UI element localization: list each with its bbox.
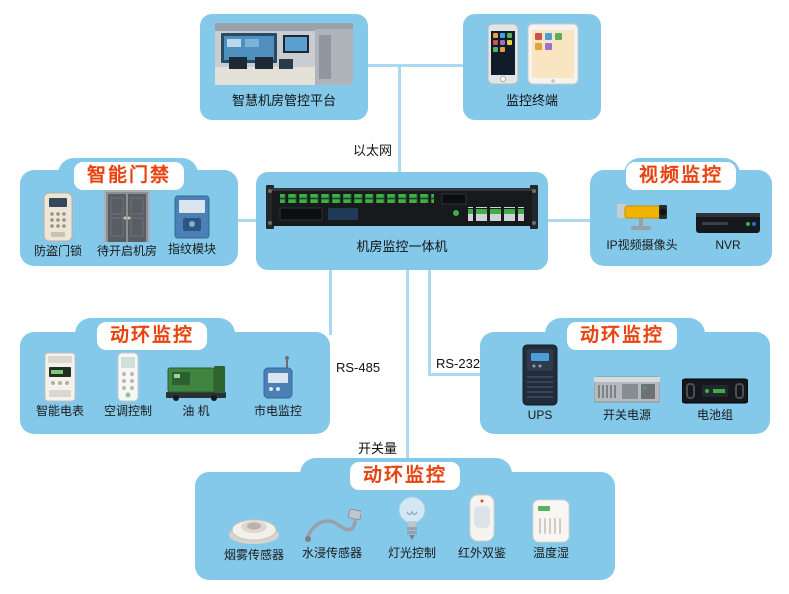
platform-label: 智慧机房管控平台 xyxy=(231,93,336,108)
video-connector xyxy=(546,219,592,222)
device-label: 空调控制 xyxy=(103,404,152,418)
battery-pack-icon xyxy=(682,378,748,404)
rs232-label: RS-232 xyxy=(436,356,481,371)
ethernet-connector-h xyxy=(368,64,463,67)
phone-tablet-icon xyxy=(487,23,579,85)
fingerprint-module-icon xyxy=(174,195,210,239)
rs485-connector xyxy=(329,270,332,335)
door-lock-icon xyxy=(43,192,73,242)
water-sensor-icon xyxy=(305,508,361,542)
device-pir-sensor: 红外双鉴 xyxy=(456,494,508,560)
rack-server-icon xyxy=(266,185,538,229)
device-ac-remote: 空调控制 xyxy=(100,352,156,418)
access-connector xyxy=(236,219,258,222)
device-label: 温度湿 xyxy=(532,546,569,560)
device-label: 烟雾传感器 xyxy=(223,548,284,562)
env-left-title: 动环监控 xyxy=(97,322,208,350)
switch-signal-connector xyxy=(406,270,409,460)
device-switching-power: 开关电源 xyxy=(592,372,662,422)
device-smoke-sensor: 烟雾传感器 xyxy=(222,510,286,562)
device-temp-humidity-sensor: 温度湿 xyxy=(528,498,574,560)
ethernet-connector-v xyxy=(398,64,401,172)
mains-monitor-icon xyxy=(263,356,293,399)
env-bottom-title: 动环监控 xyxy=(350,462,461,490)
device-label: UPS xyxy=(527,408,553,422)
device-battery-pack: 电池组 xyxy=(680,376,750,422)
rs485-label: RS-485 xyxy=(336,360,381,375)
ethernet-label: 以太网 xyxy=(353,143,393,158)
device-machine-room-door: 待开启机房 xyxy=(96,190,158,258)
video-surveillance-title: 视频监控 xyxy=(626,162,737,190)
device-label: 开关电源 xyxy=(602,408,651,422)
smoke-sensor-icon xyxy=(229,519,279,544)
nvr-icon xyxy=(696,213,760,233)
device-nvr: NVR xyxy=(696,210,760,252)
device-light-control: 灯光控制 xyxy=(386,494,438,560)
gateway-node: 机房监控一体机 xyxy=(256,172,548,270)
device-label: 防盗门锁 xyxy=(33,244,82,258)
device-water-sensor: 水浸传感器 xyxy=(300,508,364,560)
light-bulb-icon xyxy=(398,496,426,540)
device-label: 指纹模块 xyxy=(167,242,216,256)
env-right-title: 动环监控 xyxy=(567,322,678,350)
terminal-node: 监控终端 xyxy=(463,14,601,120)
gateway-label: 机房监控一体机 xyxy=(356,239,448,254)
device-label: 智能电表 xyxy=(35,404,84,418)
device-generator: 油 机 xyxy=(162,358,230,418)
switch-signal-label: 开关量 xyxy=(358,441,398,456)
access-control-title: 智能门禁 xyxy=(74,162,185,190)
pir-sensor-icon xyxy=(469,494,495,542)
generator-icon xyxy=(166,366,226,401)
terminal-label: 监控终端 xyxy=(505,93,558,108)
device-smart-meter: 智能电表 xyxy=(32,352,88,418)
device-label: 红外双鉴 xyxy=(457,546,506,560)
device-ups: UPS xyxy=(512,344,568,422)
ip-camera-icon xyxy=(617,204,667,230)
switching-power-icon xyxy=(594,376,660,403)
ac-remote-icon xyxy=(117,352,139,402)
device-label: 电池组 xyxy=(696,408,733,422)
device-fingerprint-module: 指纹模块 xyxy=(164,194,220,256)
device-label: 待开启机房 xyxy=(96,244,157,258)
door-icon xyxy=(104,190,150,242)
device-mains-monitor: 市电监控 xyxy=(248,356,308,418)
device-label: 油 机 xyxy=(182,404,210,418)
platform-node: 智慧机房管控平台 xyxy=(200,14,368,120)
rs232-connector-h xyxy=(428,373,482,376)
device-label: 市电监控 xyxy=(253,404,302,418)
control-room-image xyxy=(215,23,353,85)
smart-meter-icon xyxy=(44,352,76,402)
device-label: IP视频摄像头 xyxy=(606,238,678,252)
device-label: 灯光控制 xyxy=(387,546,436,560)
device-label: NVR xyxy=(715,238,741,252)
device-ip-camera: IP视频摄像头 xyxy=(602,200,682,252)
ups-icon xyxy=(522,344,558,406)
device-label: 水浸传感器 xyxy=(301,546,362,560)
device-door-lock: 防盗门锁 xyxy=(32,192,84,258)
rs232-connector-v xyxy=(428,270,431,376)
temp-humidity-icon xyxy=(532,499,570,543)
